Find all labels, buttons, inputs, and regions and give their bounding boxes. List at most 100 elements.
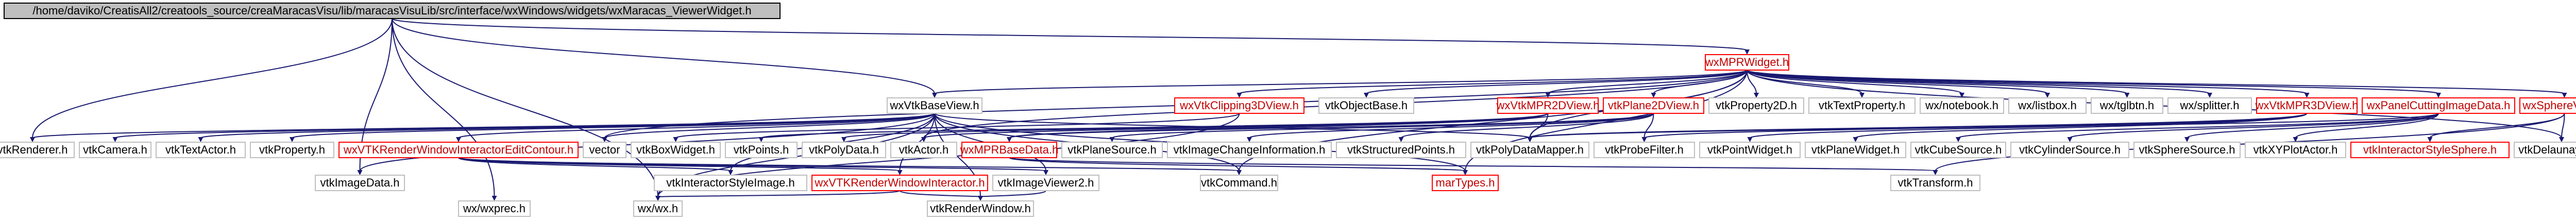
node-label: vtkSphereSource.h — [2139, 143, 2235, 156]
node-vtkInteractorEditContour[interactable]: wxVTKRenderWindowInteractorEditContour.h — [338, 142, 579, 158]
edge-arrowhead — [1043, 170, 1048, 175]
node-vtkCommand: vtkCommand.h — [1200, 175, 1278, 191]
node-box — [2256, 97, 2358, 114]
edge-root-to-wxwxprec — [392, 18, 495, 197]
node-wxPanelCuttingImageData[interactable]: wxPanelCuttingImageData.h — [2362, 97, 2515, 114]
node-wxwx: wx/wx.h — [633, 200, 683, 217]
edge-wxVtkBaseView-to-vtkInteractorEditContour — [458, 113, 935, 139]
edge-arrowhead — [758, 137, 764, 142]
edge-wxMPRWidget-to-wxVtkClipping3DView — [1239, 70, 1748, 94]
node-vtkInteractorStyleSphere[interactable]: vtkInteractorStyleSphere.h — [2350, 142, 2510, 158]
edge-arrowhead — [2207, 93, 2212, 98]
node-box — [2350, 142, 2510, 158]
node-box — [583, 142, 626, 158]
node-root: /home/daviko/CreatisAll2/creatools_sourc… — [4, 3, 781, 19]
node-box — [633, 200, 683, 217]
edge-arrowhead — [921, 137, 926, 142]
node-label: wxMPRWidget.h — [1705, 56, 1789, 69]
node-wxMPRWidget[interactable]: wxMPRWidget.h — [1705, 54, 1789, 71]
node-marTypes[interactable]: marTypes.h — [1432, 175, 1499, 191]
edge-arrowhead — [30, 137, 35, 142]
node-vtkPlane2DView[interactable]: vtkPlane2DView.h — [1603, 97, 1704, 114]
node-box — [4, 3, 781, 19]
node-box — [2167, 97, 2252, 114]
node-label: vtkCommand.h — [1201, 176, 1277, 189]
edge-arrowhead — [1744, 49, 1750, 55]
node-box — [1497, 97, 1599, 114]
node-vtkRenderer: vtkRenderer.h — [0, 142, 75, 158]
node-label: vtkRenderWindow.h — [930, 202, 1031, 215]
node-wxVtkMPR2DView[interactable]: wxVtkMPR2DView.h — [1496, 97, 1600, 114]
node-box — [1432, 175, 1499, 191]
node-box — [1174, 97, 1304, 114]
edge-arrowhead — [602, 137, 607, 142]
node-label: vtkCylinderSource.h — [2019, 143, 2121, 156]
node-label: wxVtkBaseView.h — [889, 99, 979, 112]
edge-vtkPlane2DView-to-wxMPRBaseData — [1009, 113, 1654, 139]
edge-wxVtkMPR3DView-to-vtkPlaneWidget — [1855, 113, 2308, 139]
node-label: vtkProbeFilter.h — [1605, 143, 1684, 156]
edge-wxVTKRenderWindowInteractor-to-wxwx — [657, 190, 901, 197]
node-box — [1699, 142, 1801, 158]
edge-arrowhead — [2427, 137, 2433, 142]
node-wxVTKRenderWindowInteractor[interactable]: wxVTKRenderWindowInteractor.h — [811, 175, 988, 191]
edge-arrowhead — [655, 196, 660, 201]
edge-wxMPRWidget-to-wxnotebook — [1747, 70, 1962, 94]
edge-wxVTKRenderWindowInteractor-to-vtkRenderWindow — [899, 190, 981, 197]
node-vtkStructuredPoints: vtkStructuredPoints.h — [1336, 142, 1466, 158]
node-label: vtkPlaneWidget.h — [1811, 143, 1900, 156]
node-wxlistbox: wx/listbox.h — [2008, 97, 2087, 114]
edge-wxVtkMPR3DView-to-vtkProbeFilter — [1643, 113, 2308, 139]
node-vtkTextActor: vtkTextActor.h — [156, 142, 246, 158]
node-box — [811, 175, 988, 191]
edge-vtkPlane2DView-to-vtkProbeFilter — [1643, 113, 1654, 139]
node-label: vtkPlaneSource.h — [1067, 143, 1156, 156]
node-box — [1705, 54, 1789, 71]
edge-wxMPRBaseData-to-marTypes — [1009, 157, 1466, 172]
edge-arrowhead — [1527, 137, 1533, 142]
node-vtkPoints: vtkPoints.h — [725, 142, 798, 158]
node-box — [458, 200, 531, 217]
edge-arrowhead — [198, 137, 204, 142]
node-vtkRenderWindow: vtkRenderWindow.h — [927, 200, 1034, 217]
node-wxSphereView[interactable]: wxSphereView.h — [2519, 97, 2576, 114]
node-box — [2245, 142, 2346, 158]
edge-root-to-wxVtkBaseView — [392, 18, 935, 94]
edge-wxMPRWidget-to-vtkProperty2D — [1747, 70, 1757, 94]
node-vector: vector — [583, 142, 626, 158]
node-label: wxVTKRenderWindowInteractorEditContour.h — [343, 143, 573, 156]
node-box — [1336, 142, 1466, 158]
node-wxMPRBaseData[interactable]: wxMPRBaseData.h — [960, 142, 1059, 158]
node-vtkCamera: vtkCamera.h — [79, 142, 151, 158]
node-vtkProperty2D: vtkProperty2D.h — [1708, 97, 1804, 114]
edge-root-to-wxwx — [392, 18, 658, 197]
node-label: wxVtkMPR2DView.h — [1496, 99, 1599, 112]
node-label: vtkImageViewer2.h — [998, 176, 1094, 189]
node-label: vtkTransform.h — [1898, 176, 1973, 189]
node-box — [1318, 97, 1414, 114]
node-label: wxVtkClipping3DView.h — [1179, 99, 1299, 112]
edge-arrowhead — [456, 137, 461, 142]
node-box — [887, 97, 982, 114]
node-vtkProbeFilter: vtkProbeFilter.h — [1594, 142, 1695, 158]
edge-arrowhead — [2124, 93, 2130, 98]
node-label: vtkCubeSource.h — [1915, 143, 2002, 156]
edge-arrowhead — [2562, 93, 2567, 98]
node-label: wxVtkMPR3DView.h — [2255, 99, 2358, 112]
edge-wxVtkMPR2DView-to-vtkPolyDataMapper — [1529, 113, 1549, 139]
node-label: wx/wx.h — [637, 202, 678, 215]
node-box — [2362, 97, 2515, 114]
edge-wxMPRWidget-to-vtkObjectBase — [1366, 70, 1748, 94]
node-box — [2133, 142, 2241, 158]
node-label: vtkProperty2D.h — [1716, 99, 1797, 112]
node-vtkTransform: vtkTransform.h — [1890, 175, 1980, 191]
node-label: vtkStructuredPoints.h — [1347, 143, 1455, 156]
node-label: vtkTextActor.h — [165, 143, 236, 156]
edge-wxPanelCuttingImageData-to-vtkCylinderSource — [2069, 113, 2439, 139]
node-wxVtkClipping3DView[interactable]: wxVtkClipping3DView.h — [1174, 97, 1304, 114]
edge-wxMPRWidget-to-wxlistbox — [1747, 70, 2048, 94]
node-wxVtkMPR3DView[interactable]: wxVtkMPR3DView.h — [2255, 97, 2359, 114]
edge-wxPanelCuttingImageData-to-vtkCubeSource — [1958, 113, 2439, 139]
edge-root-to-wxMPRWidget — [392, 18, 1748, 51]
node-box — [1920, 97, 2004, 114]
